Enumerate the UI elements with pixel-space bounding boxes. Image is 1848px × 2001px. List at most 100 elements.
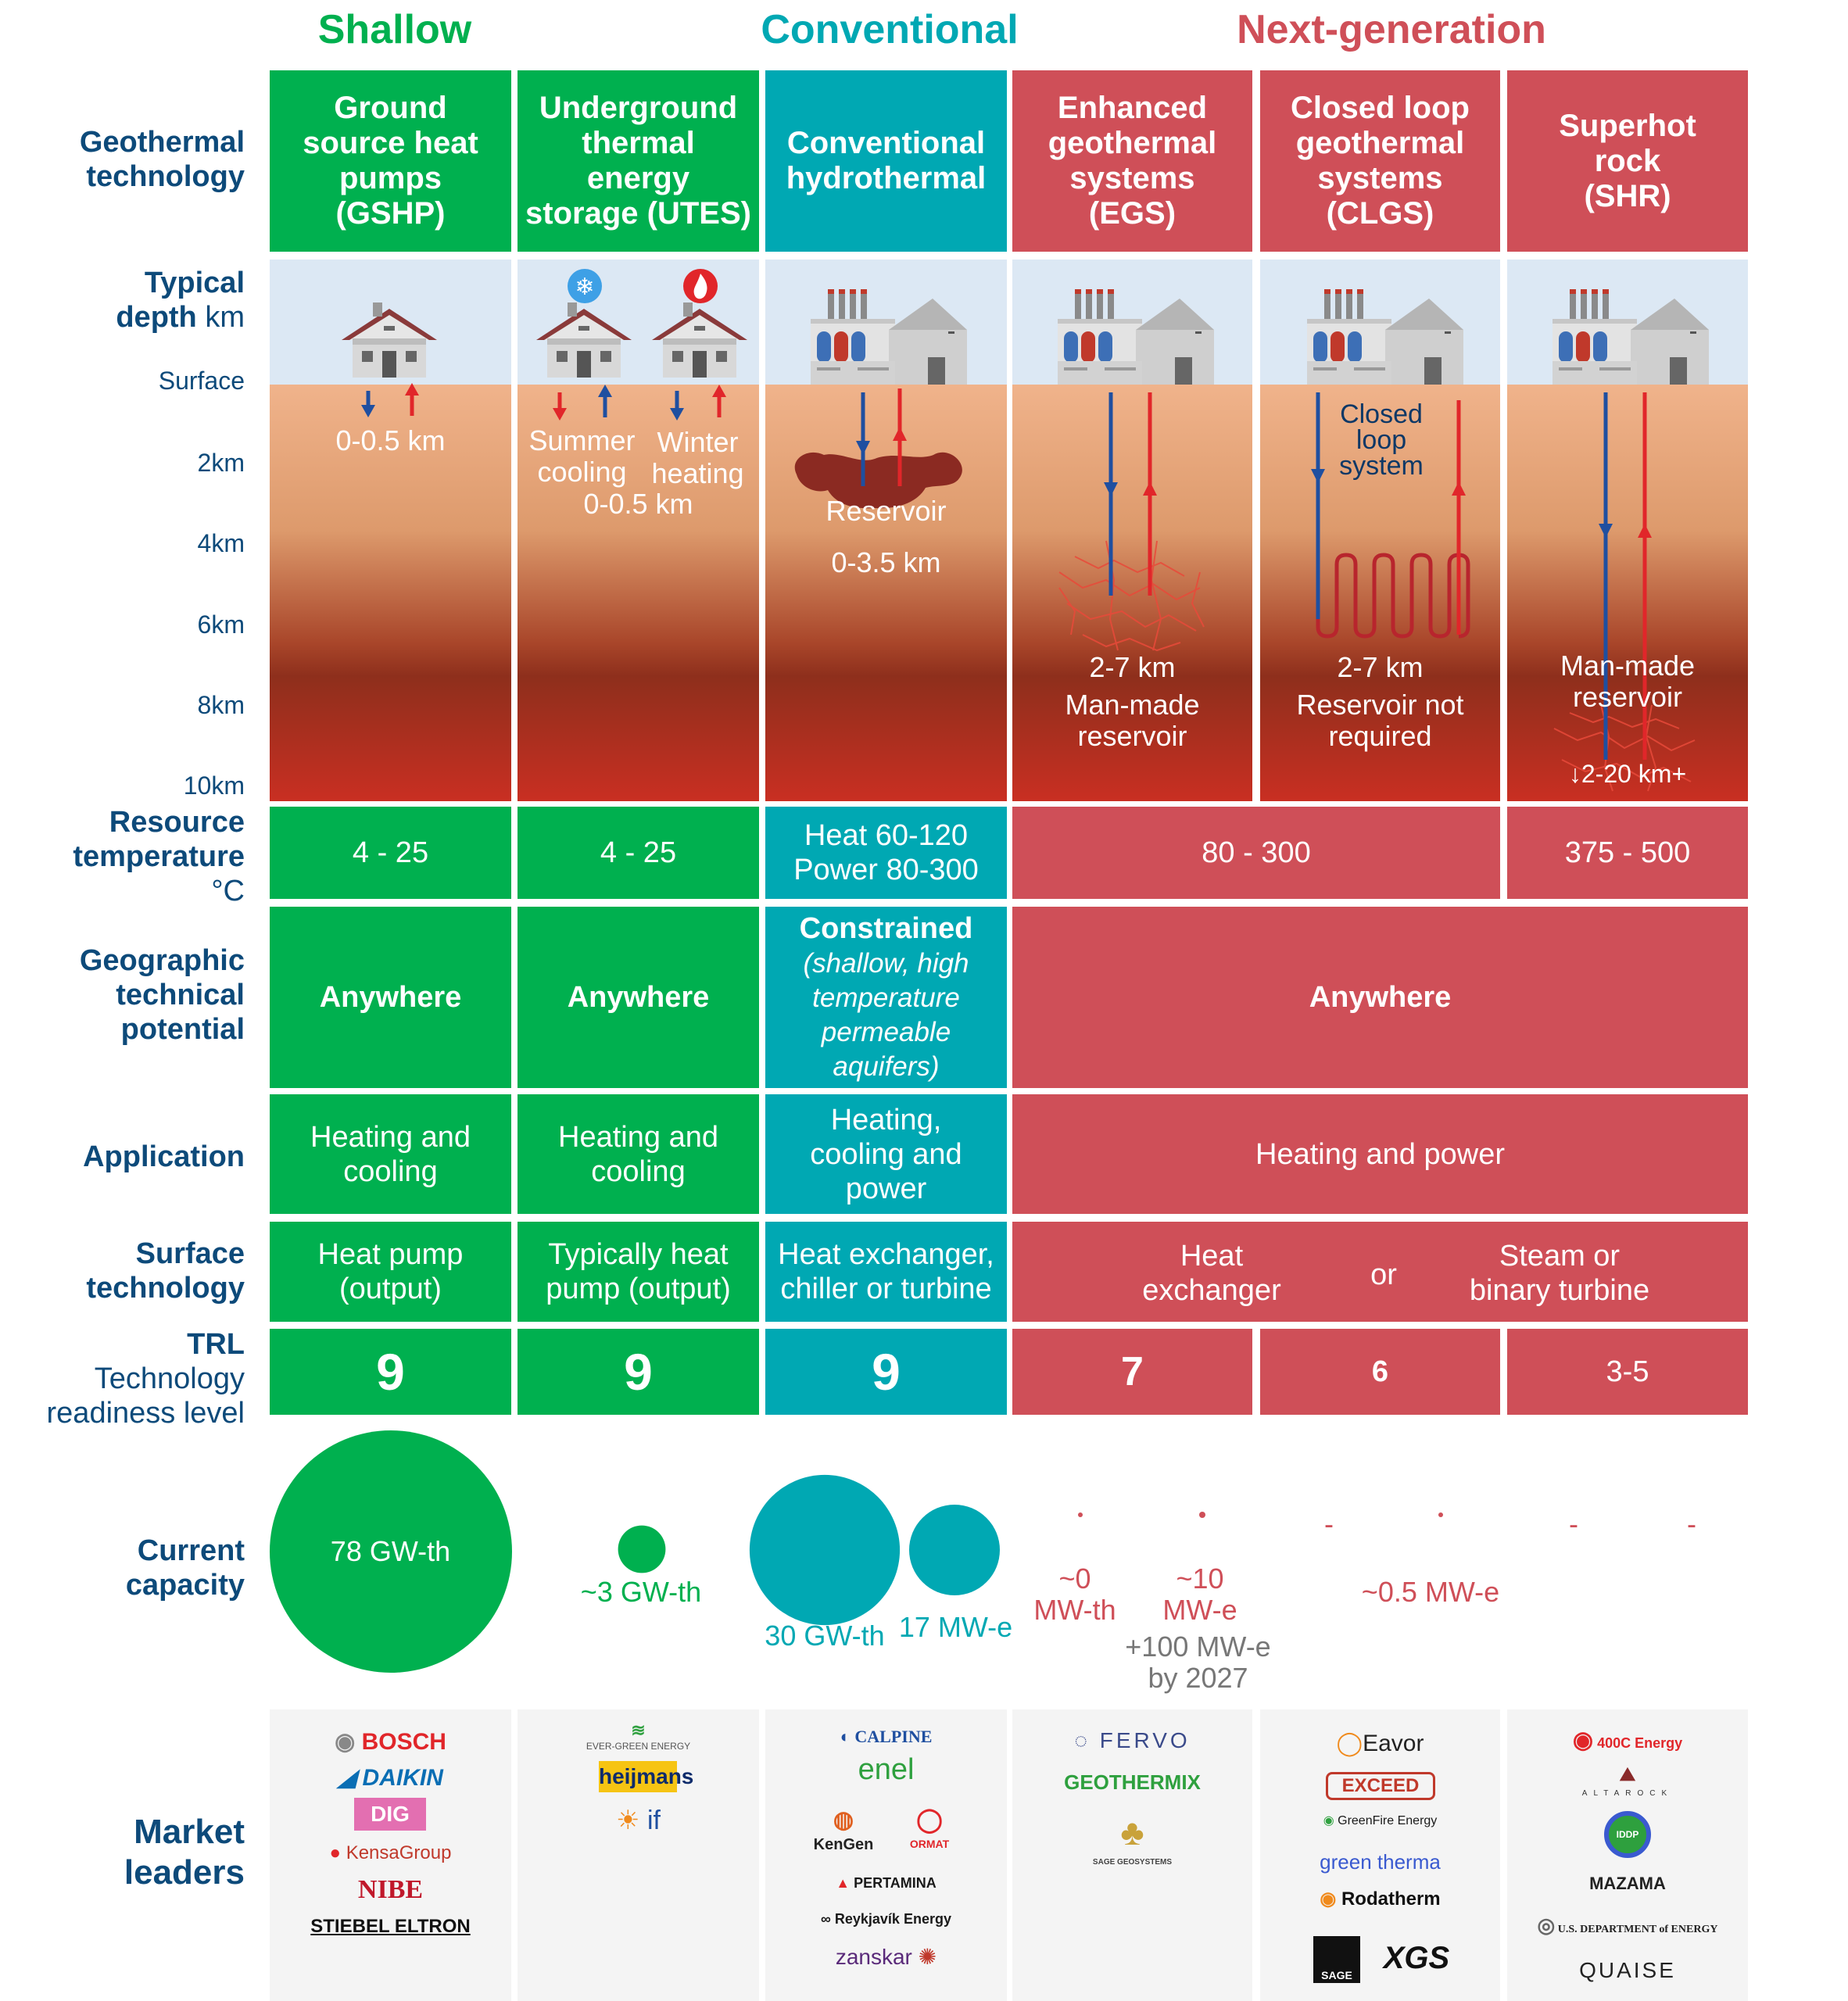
- depth-2km-label: 2km: [197, 449, 245, 477]
- logo-eavor: ◯Eavor: [1336, 1731, 1424, 1756]
- logo-daikin: ◢ DAIKIN: [338, 1765, 443, 1791]
- logo-rodatherm: ◉ Rodatherm: [1320, 1888, 1441, 1910]
- logo-ormat: ORMAT: [909, 1838, 950, 1850]
- svg-text:❄: ❄: [575, 274, 594, 301]
- logo-greenfire: ◉ GreenFire Energy: [1323, 1814, 1438, 1827]
- capacity-bubble-conventional-th: [749, 1474, 901, 1626]
- surface-tech-gshp: Heat pump(output): [270, 1222, 511, 1322]
- capacity-bubble-utes: [618, 1525, 666, 1573]
- capacity-conventional-th: 30 GW-th: [765, 1620, 885, 1652]
- market-leaders-conventional: ◐ CALPINE enel ◍ KenGen ◯ ORMAT ▲ PERTAM…: [765, 1709, 1007, 2001]
- depth-column-gshp: 0-0.5 km: [270, 260, 511, 801]
- logo-altarock: ALTAROCK: [1581, 1789, 1674, 1798]
- category-shallow: Shallow: [317, 7, 472, 52]
- capacity-bubbles: [270, 1430, 1443, 1673]
- capacity-bubble-gshp: [270, 1430, 512, 1673]
- logo-mazama: MAZAMA: [1589, 1874, 1666, 1893]
- resource-temp-egs-clgs: 80 - 300: [1012, 807, 1500, 899]
- conventional-depth-text: 0-3.5 km: [831, 546, 941, 578]
- logo-fervo: ◌ FERVO: [1074, 1728, 1191, 1752]
- utes-depth-text: 0-0.5 km: [583, 488, 693, 520]
- logo-iddp: IDDP: [1604, 1811, 1651, 1858]
- logo-bosch: ◉ BOSCH: [335, 1729, 446, 1755]
- depth-column-conventional: Reservoir 0-3.5 km: [765, 260, 1007, 801]
- logo-zanskar: zanskar ✺: [835, 1945, 937, 1969]
- depth-10km-label: 10km: [183, 771, 245, 800]
- market-leaders-clgs: ◯Eavor EXCEED ◉ GreenFire Energy green t…: [1260, 1709, 1500, 2001]
- logo-kensa: ● KensaGroup: [329, 1842, 452, 1863]
- capacity-shr-dash-1: -: [1569, 1508, 1578, 1540]
- depth-4km-label: 4km: [197, 529, 245, 557]
- capacity-dot-egs-th: [1078, 1512, 1083, 1517]
- kengen-icon: ◍: [833, 1807, 854, 1833]
- depth-diagram-clgs: [1260, 260, 1500, 801]
- logo-reykjavik-energy: ∞ Reykjavík Energy: [821, 1911, 951, 1927]
- depth-diagram-gshp: [270, 260, 511, 801]
- closed-loop-pipe: [1316, 553, 1470, 639]
- logo-xgs: XGS: [1383, 1941, 1450, 1975]
- capacity-utes: ~3 GW-th: [580, 1576, 702, 1608]
- capacity-shr-dash-2: -: [1687, 1508, 1696, 1540]
- capacity-dot-egs-e: [1199, 1512, 1205, 1518]
- depth-6km-label: 6km: [197, 610, 245, 639]
- leaf-icon: ≋: [631, 1720, 646, 1740]
- resource-temp-utes: 4 - 25: [518, 807, 759, 899]
- depth-8km-label: 8km: [197, 691, 245, 719]
- conventional-reservoir-label: Reservoir: [826, 495, 947, 527]
- trl-egs: 7: [1012, 1329, 1252, 1415]
- logo-exceed: EXCEED: [1326, 1772, 1435, 1800]
- altarock-icon: ⛰: [1619, 1764, 1636, 1785]
- surface-tech-or: or: [1370, 1258, 1397, 1291]
- egs-depth-text: 2-7 km: [1089, 651, 1176, 683]
- application-next-generation: Heating and power: [1012, 1094, 1748, 1214]
- logo-sage-geosystems: SAGE GEOSYSTEMS: [1092, 1858, 1173, 1867]
- capacity-clgs: ~0.5 MW-e: [1361, 1576, 1500, 1608]
- logo-heijmans: heijmans: [599, 1761, 693, 1792]
- logo-green-therma: green therma: [1320, 1850, 1441, 1874]
- geographic-gshp: Anywhere: [270, 907, 511, 1088]
- capacity-clgs-dash: -: [1324, 1508, 1334, 1540]
- logo-if: ☀ if: [616, 1806, 661, 1835]
- gshp-depth-text: 0-0.5 km: [335, 424, 446, 456]
- market-leaders-gshp: ◉ BOSCH ◢ DAIKIN DIG ● KensaGroup NIBE S…: [270, 1709, 511, 2001]
- logo-pertamina: ▲ PERTAMINA: [836, 1875, 937, 1891]
- depth-diagram-egs: [1012, 260, 1252, 801]
- trl-clgs: 6: [1260, 1329, 1500, 1415]
- trl-shr: 3-5: [1507, 1329, 1748, 1415]
- capacity-gshp: 78 GW-th: [330, 1535, 451, 1567]
- shr-depth-text: ↓2-20 km+: [1568, 760, 1687, 788]
- market-leaders-egs: ◌ FERVO GEOTHERMIX ♣ SAGE GEOSYSTEMS: [1012, 1709, 1252, 2001]
- logo-nibe: NIBE: [357, 1875, 424, 1904]
- logo-geothermix: GEOTHERMIX: [1064, 1770, 1201, 1794]
- row-label-application: Application: [83, 1140, 245, 1173]
- snowflake-icon: [568, 269, 602, 303]
